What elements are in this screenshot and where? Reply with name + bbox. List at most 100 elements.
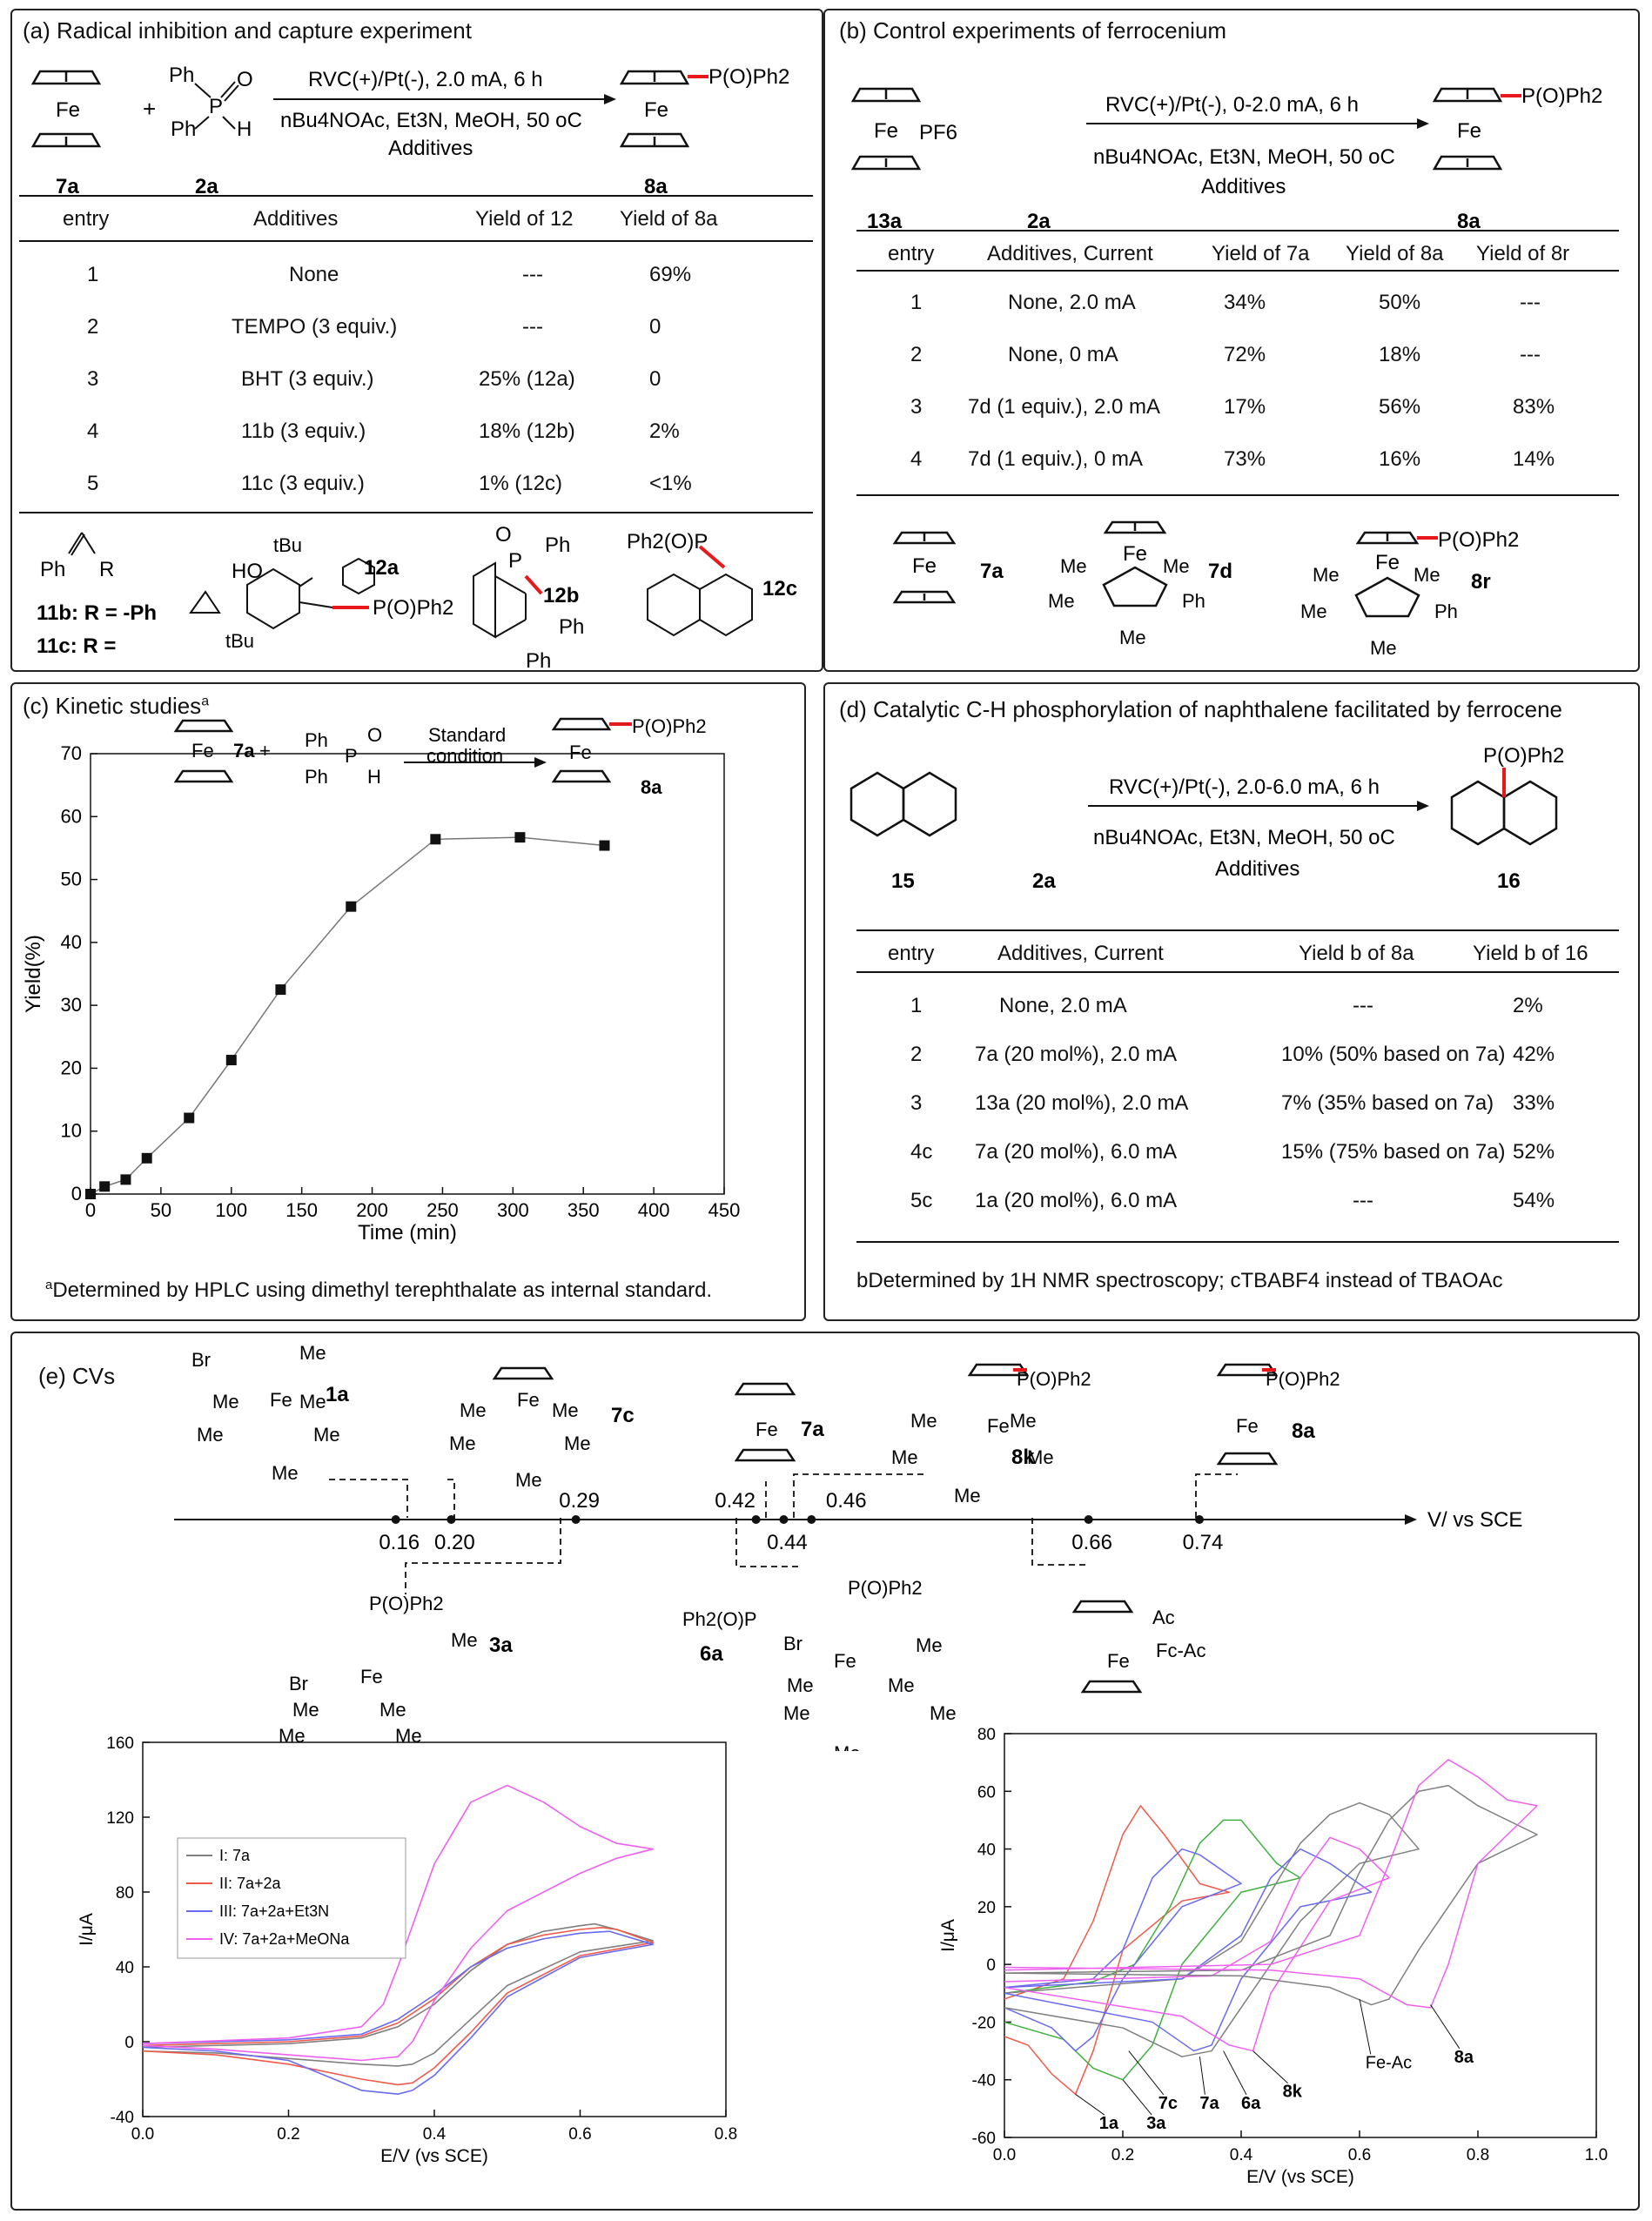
curve-label-pointer	[1199, 2057, 1205, 2095]
structure-label: P(O)Ph2	[369, 1593, 444, 1614]
table-a-entry: 1	[87, 263, 99, 286]
structure-label: Fc-Ac	[1156, 1640, 1205, 1661]
legend-entry: I: 7a	[219, 1847, 251, 1864]
table-b-yield-7a: 73%	[1224, 447, 1266, 471]
condition-line-1: RVC(+)/Pt(-), 2.0 mA, 6 h	[308, 68, 543, 91]
table-d-yield-8a: ---	[1353, 994, 1373, 1017]
structure-label: Me	[379, 1699, 406, 1721]
table-d-additive: 1a (20 mol%), 6.0 mA	[975, 1189, 1178, 1212]
structure-label: Me	[299, 1342, 326, 1364]
table-d-entry: 2	[910, 1043, 923, 1066]
table-rule-mid	[19, 240, 813, 242]
panel-d-footnote: bDetermined by 1H NMR spectroscopy; cTBA…	[856, 1269, 1503, 1292]
cv-series-line	[1004, 1819, 1301, 2081]
pop-label: P(O)Ph2	[632, 715, 707, 737]
potential-point	[779, 1515, 789, 1524]
table-d-yield-16: 52%	[1513, 1140, 1555, 1164]
structure-label: Me	[1010, 1410, 1037, 1432]
structure-label: Me	[449, 1433, 476, 1454]
y-axis-label: I/μA	[77, 1913, 97, 1946]
x-tick-label: 0.0	[131, 2125, 154, 2144]
table-a-yield-8a: 0	[649, 367, 661, 391]
curve-label: 8a	[1454, 2048, 1474, 2067]
table-b-yield-8r: ---	[1520, 343, 1541, 366]
y-tick-label: 70	[61, 742, 82, 764]
structure-label: 3a	[489, 1634, 513, 1657]
x-tick-label: 200	[356, 1199, 388, 1221]
fe-label: Fe	[569, 741, 592, 763]
y-tick-label: 40	[61, 931, 82, 953]
x-tick-label: 0.8	[715, 2125, 737, 2144]
structure-label: Me	[460, 1399, 487, 1421]
table-d-additive: 7a (20 mol%), 6.0 mA	[975, 1140, 1178, 1164]
x-tick-label: 1.0	[1585, 2146, 1608, 2164]
structure-label: 8k	[1011, 1446, 1035, 1469]
cp-ring	[1080, 1680, 1143, 1694]
table-a-additive: None	[289, 263, 339, 286]
x-tick-label: 0.4	[1230, 2146, 1253, 2164]
table-d-yield-16: 2%	[1513, 994, 1543, 1017]
structure-label: Fe	[270, 1389, 292, 1411]
product-8a-structure	[619, 70, 690, 148]
table-a-entry: 2	[87, 315, 99, 339]
cp-ring	[1216, 1363, 1279, 1377]
y-tick-label: 0	[124, 2034, 134, 2052]
ph-label: Ph	[169, 64, 194, 87]
panel-a-title: (a) Radical inhibition and capture exper…	[23, 17, 472, 44]
table-b-yield-7a: 17%	[1224, 395, 1266, 419]
compound-8a-label: 8a	[641, 776, 662, 798]
compound-7a-label: 7a	[980, 560, 1004, 583]
footnote-text: Determined by HPLC using dimethyl tereph…	[52, 1278, 713, 1302]
arrowhead	[1417, 118, 1429, 129]
me-label: Me	[1300, 601, 1327, 622]
panel-b-title: (b) Control experiments of ferrocenium	[839, 17, 1227, 44]
x-tick-label: 50	[151, 1199, 171, 1221]
structure-label: Me	[552, 1399, 579, 1421]
compound-11b-label: 11b: R = -Ph	[37, 601, 157, 625]
curve-label-pointer	[1128, 2050, 1165, 2096]
legend-frame	[177, 1837, 406, 1959]
arrowhead	[534, 757, 547, 768]
structure-label: Me	[888, 1674, 915, 1696]
potential-axis-label: V/ vs SCE	[1427, 1508, 1522, 1532]
cp-ring	[734, 1382, 796, 1396]
fe-label: Fe	[1457, 119, 1481, 143]
structure-label: Me	[916, 1634, 943, 1656]
table-a-yield-8a: 69%	[649, 263, 692, 286]
data-point	[225, 1055, 237, 1066]
condition-line-2: nBu4NOAc, Et3N, MeOH, 50 oC	[1093, 145, 1395, 169]
tbu-label: tBu	[273, 534, 302, 556]
pop-label: P(O)Ph2	[1438, 528, 1519, 552]
header-entry: entry	[888, 942, 935, 965]
table-b-entry: 4	[910, 447, 923, 471]
ph-label: Ph	[305, 729, 328, 751]
cv-series-line	[1004, 1836, 1390, 2052]
legend-entry: III: 7a+2a+Et3N	[219, 1902, 329, 1920]
header-entry: entry	[888, 242, 935, 265]
curve-label-pointer	[1252, 2050, 1288, 2083]
h-label: H	[237, 117, 252, 141]
x-tick-label: 0	[85, 1199, 96, 1221]
structure-label: Me	[292, 1699, 319, 1721]
y-tick-label: 80	[977, 1726, 996, 1744]
structure-label: Ac	[1152, 1607, 1175, 1628]
structure-label: Fe	[987, 1415, 1010, 1437]
table-a-additive: TEMPO (3 equiv.)	[232, 315, 398, 339]
connector-line	[447, 1479, 455, 1518]
data-point	[346, 901, 357, 912]
compound-13a-label: 13a	[867, 210, 903, 233]
potential-point	[1084, 1515, 1093, 1524]
fe-label: Fe	[874, 119, 898, 143]
table-a-entry: 3	[87, 367, 99, 391]
x-tick-label: 0.2	[1111, 2146, 1134, 2164]
me-label: Me	[1414, 564, 1440, 586]
tbu-label: tBu	[225, 630, 254, 652]
cv-series-line	[1004, 1805, 1231, 2096]
ph-label: Ph	[526, 649, 551, 672]
curve-label-pointer	[1075, 2093, 1105, 2116]
y-tick-label: 80	[116, 1884, 134, 1902]
table-rule-mid	[856, 971, 1619, 973]
me-label: Me	[1060, 555, 1087, 577]
connector-line	[1195, 1473, 1238, 1518]
